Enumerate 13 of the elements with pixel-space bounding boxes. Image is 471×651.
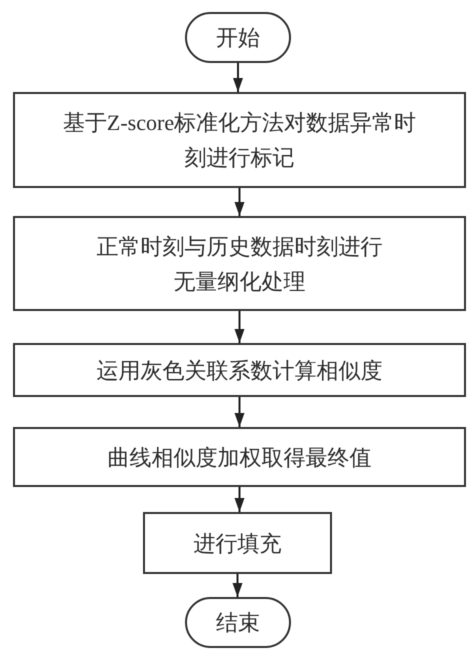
arrow	[234, 311, 244, 343]
terminal-box: 开始	[185, 12, 291, 63]
process-box: 曲线相似度加权取得最终值	[13, 427, 466, 487]
process-box: 基于Z-score标准化方法对数据异常时刻进行标记	[13, 92, 466, 188]
arrow	[234, 188, 244, 216]
arrow	[233, 63, 243, 92]
arrow	[234, 487, 244, 512]
arrow	[234, 397, 244, 427]
arrow	[232, 574, 242, 597]
process-box: 正常时刻与历史数据时刻进行无量纲化处理	[13, 216, 466, 311]
terminal-box: 结束	[185, 597, 291, 648]
process-box: 进行填充	[143, 512, 332, 574]
process-box: 运用灰色关联系数计算相似度	[13, 343, 466, 397]
